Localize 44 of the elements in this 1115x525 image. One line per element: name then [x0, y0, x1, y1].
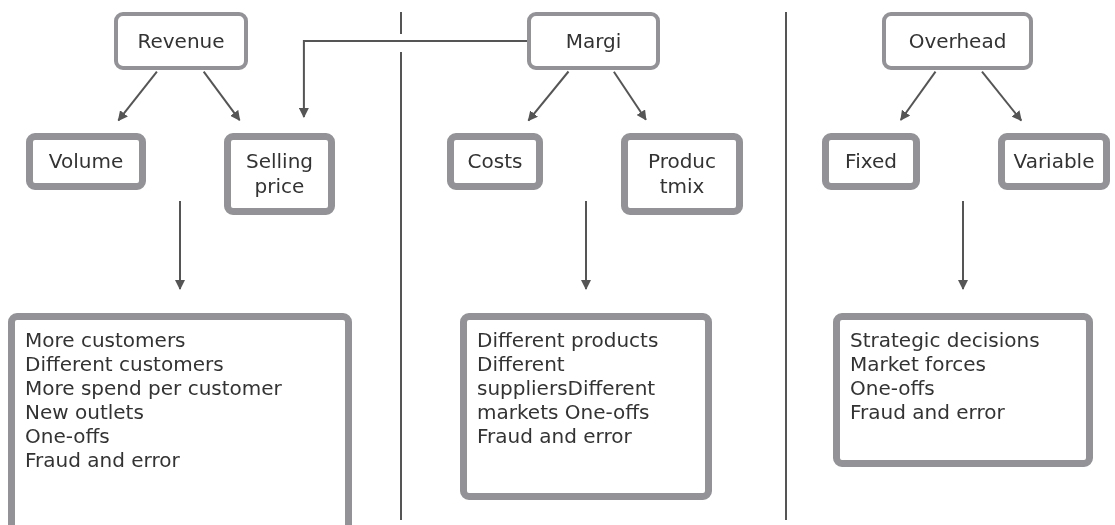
arrow [117, 70, 158, 122]
node-label: Fixed [845, 149, 897, 174]
node-label: Overhead [908, 28, 1007, 54]
arrow [527, 70, 570, 122]
arrow [899, 70, 937, 121]
list-item: Different suppliersDifferent markets One-offs [477, 352, 657, 424]
list-item: Strategic decisions [850, 328, 1040, 352]
rounded-box [114, 12, 248, 70]
list-item: One-offs [25, 424, 110, 448]
rounded-box [447, 133, 543, 190]
arrow [581, 200, 591, 290]
rounded-box [224, 133, 335, 215]
list-item: Fraud and error [25, 448, 180, 472]
list-item: Fraud and error [477, 424, 632, 448]
arrow [612, 70, 647, 121]
node-label: Revenue [137, 28, 225, 54]
node-label: Volume [48, 149, 124, 174]
arrow [981, 70, 1023, 122]
node-label: Produc tmix [646, 149, 718, 199]
node-label: Selling price [244, 149, 314, 199]
rounded-box [527, 12, 660, 70]
list-item: Different customers [25, 352, 224, 376]
list-item: One-offs [850, 376, 935, 400]
list-box [8, 313, 352, 525]
arrow [202, 70, 241, 122]
list-box [460, 313, 712, 500]
list-item: Fraud and error [850, 400, 1005, 424]
rounded-box [26, 133, 146, 190]
arrow [958, 200, 968, 290]
rounded-box [621, 133, 743, 215]
list-box [833, 313, 1093, 467]
list-item: Different products [477, 328, 659, 352]
list-item: New outlets [25, 400, 144, 424]
rounded-box [882, 12, 1033, 70]
list-item: Market forces [850, 352, 986, 376]
node-label: Variable [1013, 149, 1095, 174]
list-item: More spend per customer [25, 376, 282, 400]
rounded-box [998, 133, 1110, 190]
list-item: More customers [25, 328, 186, 352]
node-label: Margi [565, 28, 622, 54]
rounded-box [822, 133, 920, 190]
arrow [298, 40, 528, 118]
arrow [175, 200, 185, 290]
node-label: Costs [467, 149, 523, 174]
